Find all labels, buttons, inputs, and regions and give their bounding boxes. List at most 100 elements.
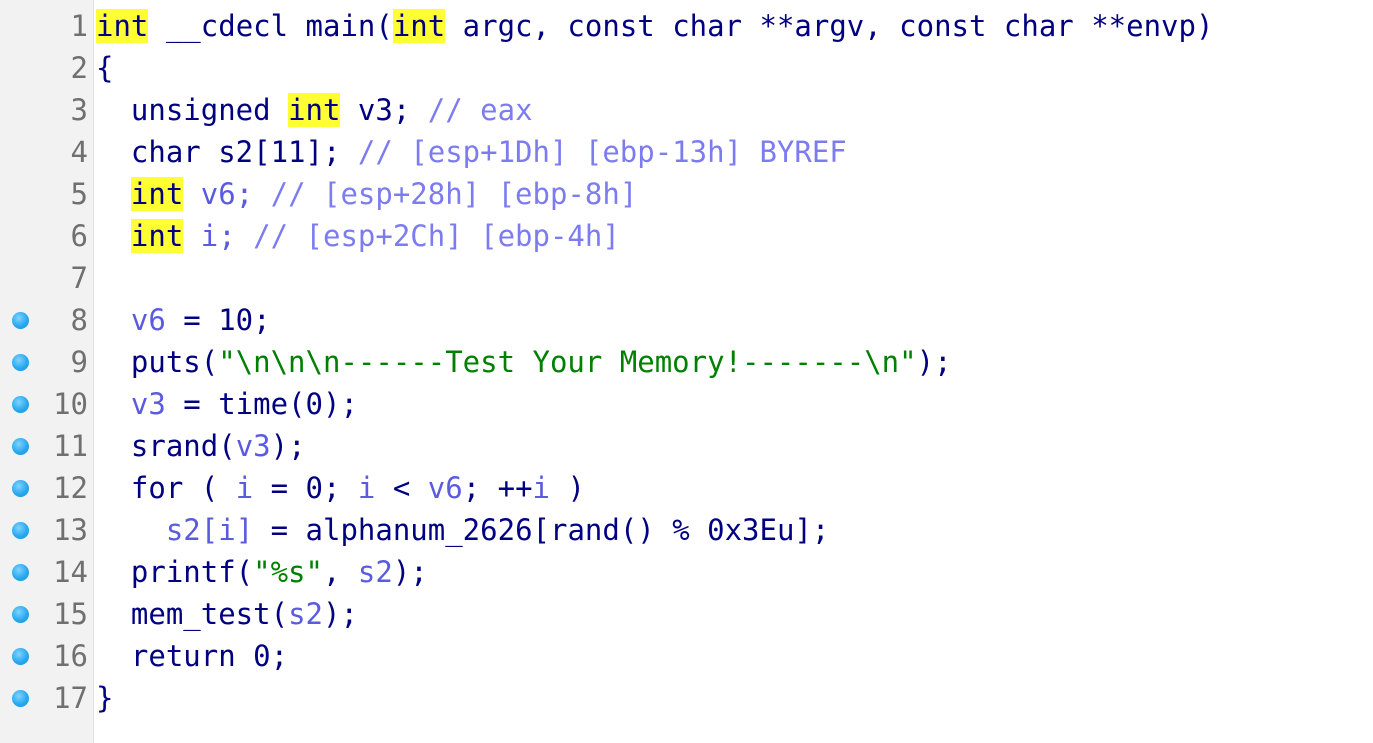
code-token bbox=[96, 387, 131, 421]
breakpoint-marker-icon[interactable] bbox=[12, 312, 29, 329]
code-token: v6 bbox=[130, 303, 166, 337]
code-text[interactable]: puts("\n\n\n------Test Your Memory!-----… bbox=[96, 345, 952, 379]
code-text[interactable]: mem_test(s2); bbox=[96, 597, 358, 631]
line-number: 11 bbox=[53, 429, 88, 463]
code-token: i bbox=[532, 471, 551, 505]
code-line[interactable]: 14 printf("%s", s2); bbox=[0, 551, 1373, 593]
code-line[interactable]: 4 char s2[11]; // [esp+1Dh] [ebp-13h] BY… bbox=[0, 131, 1373, 173]
code-token: ) bbox=[550, 471, 585, 505]
code-text[interactable]: { bbox=[96, 51, 113, 85]
breakpoint-marker-icon[interactable] bbox=[12, 438, 29, 455]
breakpoint-marker-icon[interactable] bbox=[12, 690, 29, 707]
code-line[interactable]: 6 int i; // [esp+2Ch] [ebp-4h] bbox=[0, 215, 1373, 257]
breakpoint-marker-icon[interactable] bbox=[12, 396, 29, 413]
code-text[interactable]: s2[i] = alphanum_2626[rand() % 0x3Eu]; bbox=[96, 513, 830, 547]
code-line[interactable]: 3 unsigned int v3; // eax bbox=[0, 89, 1373, 131]
code-text[interactable]: char s2[11]; // [esp+1Dh] [ebp-13h] BYRE… bbox=[96, 135, 847, 169]
code-text[interactable]: return 0; bbox=[96, 639, 288, 673]
code-token: v3 bbox=[130, 387, 166, 421]
code-token: ); bbox=[270, 429, 306, 463]
line-number: 17 bbox=[53, 681, 88, 715]
code-token: "%s" bbox=[253, 555, 323, 589]
code-text[interactable]: v3 = time(0); bbox=[96, 387, 358, 421]
code-line[interactable]: 9 puts("\n\n\n------Test Your Memory!---… bbox=[0, 341, 1373, 383]
code-token: puts( bbox=[96, 345, 219, 379]
code-token: ); bbox=[322, 597, 358, 631]
gutter-divider bbox=[93, 0, 94, 743]
code-token: printf( bbox=[96, 555, 254, 589]
highlighted-keyword: int bbox=[96, 9, 149, 43]
code-token: ] bbox=[235, 513, 254, 547]
code-line[interactable]: 15 mem_test(s2); bbox=[0, 593, 1373, 635]
line-number: 14 bbox=[53, 555, 88, 589]
code-token: i; bbox=[183, 219, 254, 253]
code-token: = time(0); bbox=[165, 387, 358, 421]
code-token: // [esp+2Ch] [ebp-4h] bbox=[253, 219, 620, 253]
breakpoint-marker-icon[interactable] bbox=[12, 648, 29, 665]
code-token: argc, const char **argv, const char **en… bbox=[445, 9, 1214, 43]
line-number: 10 bbox=[53, 387, 88, 421]
code-token: v3 bbox=[235, 429, 271, 463]
code-line[interactable]: 16 return 0; bbox=[0, 635, 1373, 677]
code-token: s2[ bbox=[165, 513, 219, 547]
code-token: // eax bbox=[427, 93, 533, 127]
code-line[interactable]: 5 int v6; // [esp+28h] [ebp-8h] bbox=[0, 173, 1373, 215]
code-text[interactable]: } bbox=[96, 681, 113, 715]
code-token: i bbox=[357, 471, 376, 505]
line-number: 5 bbox=[70, 177, 88, 211]
code-line[interactable]: 7 bbox=[0, 257, 1373, 299]
code-token: s2 bbox=[288, 597, 323, 631]
code-token: = 0; bbox=[253, 471, 358, 505]
breakpoint-marker-icon[interactable] bbox=[12, 606, 29, 623]
code-token: // [esp+1Dh] [ebp-13h] BYREF bbox=[357, 135, 847, 169]
highlighted-keyword: int bbox=[392, 9, 446, 43]
code-line[interactable]: 17} bbox=[0, 677, 1373, 719]
line-number: 15 bbox=[53, 597, 88, 631]
code-token: return 0; bbox=[96, 639, 289, 673]
highlighted-keyword: int bbox=[288, 93, 341, 127]
code-token bbox=[96, 303, 131, 337]
line-number: 6 bbox=[70, 219, 88, 253]
code-token: i bbox=[218, 513, 236, 547]
code-text[interactable]: int i; // [esp+2Ch] [ebp-4h] bbox=[96, 219, 620, 253]
breakpoint-marker-icon[interactable] bbox=[12, 354, 29, 371]
code-token bbox=[96, 513, 166, 547]
code-text[interactable]: printf("%s", s2); bbox=[96, 555, 428, 589]
code-token: v6 bbox=[427, 471, 463, 505]
code-token: v3; bbox=[340, 93, 428, 127]
code-text[interactable]: unsigned int v3; // eax bbox=[96, 93, 533, 127]
code-token: i bbox=[235, 471, 254, 505]
code-line[interactable]: 13 s2[i] = alphanum_2626[rand() % 0x3Eu]… bbox=[0, 509, 1373, 551]
code-token: = alphanum_2626[rand() % 0x3Eu]; bbox=[253, 513, 830, 547]
code-token: } bbox=[96, 681, 114, 715]
code-text[interactable]: int __cdecl main(int argc, const char **… bbox=[96, 9, 1213, 43]
code-line[interactable]: 2{ bbox=[0, 47, 1373, 89]
code-token: ; ++ bbox=[462, 471, 533, 505]
code-token: { bbox=[96, 51, 114, 85]
code-line[interactable]: 11 srand(v3); bbox=[0, 425, 1373, 467]
line-number: 2 bbox=[70, 51, 88, 85]
breakpoint-marker-icon[interactable] bbox=[12, 564, 29, 581]
line-number: 16 bbox=[53, 639, 88, 673]
line-number: 7 bbox=[70, 261, 88, 295]
code-text[interactable]: v6 = 10; bbox=[96, 303, 271, 337]
code-token: ); bbox=[392, 555, 428, 589]
code-line[interactable]: 10 v3 = time(0); bbox=[0, 383, 1373, 425]
code-line[interactable]: 12 for ( i = 0; i < v6; ++i ) bbox=[0, 467, 1373, 509]
code-token: = 10; bbox=[165, 303, 271, 337]
highlighted-keyword: int bbox=[130, 219, 184, 253]
breakpoint-marker-icon[interactable] bbox=[12, 522, 29, 539]
code-text[interactable]: srand(v3); bbox=[96, 429, 306, 463]
line-number: 3 bbox=[70, 93, 88, 127]
code-token: < bbox=[375, 471, 428, 505]
breakpoint-marker-icon[interactable] bbox=[12, 480, 29, 497]
line-number: 9 bbox=[70, 345, 88, 379]
code-token bbox=[96, 177, 131, 211]
code-line[interactable]: 8 v6 = 10; bbox=[0, 299, 1373, 341]
code-text[interactable]: int v6; // [esp+28h] [ebp-8h] bbox=[96, 177, 637, 211]
code-token: char s2[11]; bbox=[96, 135, 358, 169]
line-number: 8 bbox=[70, 303, 88, 337]
code-text[interactable]: for ( i = 0; i < v6; ++i ) bbox=[96, 471, 585, 505]
